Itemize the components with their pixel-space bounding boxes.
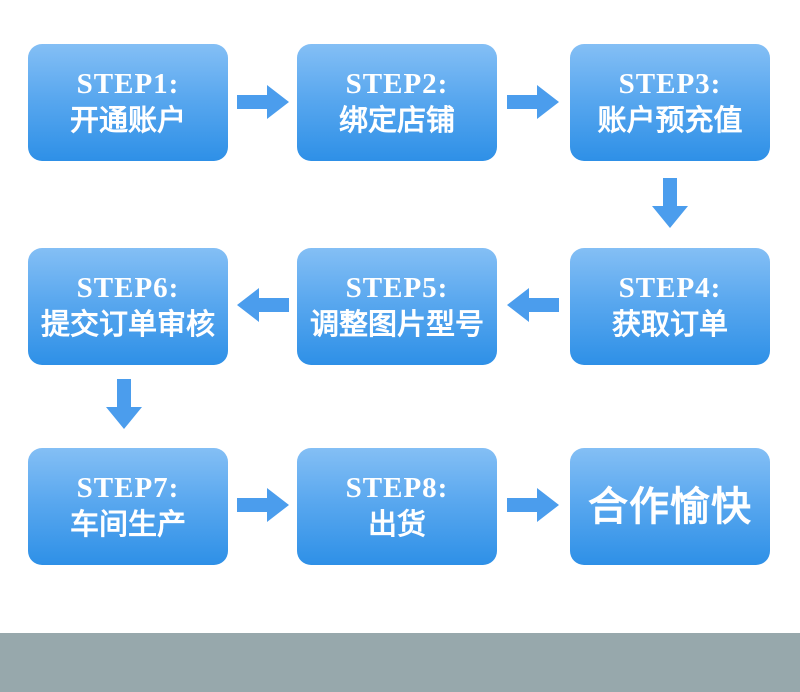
arrow-down-step6-step7 <box>106 379 142 429</box>
step5-title: 调整图片型号 <box>309 308 484 341</box>
step4-box: STEP4: 获取订单 <box>570 248 770 365</box>
step7-box: STEP7: 车间生产 <box>28 448 228 565</box>
step1-label: STEP1: <box>76 68 180 101</box>
arrow-right-step2-step3 <box>507 85 559 119</box>
step2-title: 绑定店铺 <box>338 104 455 137</box>
step6-title: 提交订单审核 <box>40 308 215 341</box>
step5-box: STEP5: 调整图片型号 <box>297 248 497 365</box>
step2-box: STEP2: 绑定店铺 <box>297 44 497 161</box>
arrow-right-step7-step8 <box>237 488 289 522</box>
step8-label: STEP8: <box>345 472 449 505</box>
step4-label: STEP4: <box>618 272 722 305</box>
arrow-left-step5-step6 <box>237 288 289 322</box>
step3-label: STEP3: <box>618 68 722 101</box>
step4-title: 获取订单 <box>611 308 728 341</box>
step8-title: 出货 <box>367 508 426 541</box>
arrow-down-step3-step4 <box>652 178 688 228</box>
arrow-right-step8-final <box>507 488 559 522</box>
step2-label: STEP2: <box>345 68 449 101</box>
footer-bar <box>0 633 800 692</box>
step3-box: STEP3: 账户预充值 <box>570 44 770 161</box>
step8-box: STEP8: 出货 <box>297 448 497 565</box>
step6-box: STEP6: 提交订单审核 <box>28 248 228 365</box>
final-title: 合作愉快 <box>588 484 752 529</box>
step5-label: STEP5: <box>345 272 449 305</box>
final-box: 合作愉快 <box>570 448 770 565</box>
step6-label: STEP6: <box>76 272 180 305</box>
arrow-right-step1-step2 <box>237 85 289 119</box>
arrow-left-step4-step5 <box>507 288 559 322</box>
step3-title: 账户预充值 <box>597 104 743 137</box>
step1-box: STEP1: 开通账户 <box>28 44 228 161</box>
step7-title: 车间生产 <box>69 508 186 541</box>
step1-title: 开通账户 <box>69 104 186 137</box>
step7-label: STEP7: <box>76 472 180 505</box>
